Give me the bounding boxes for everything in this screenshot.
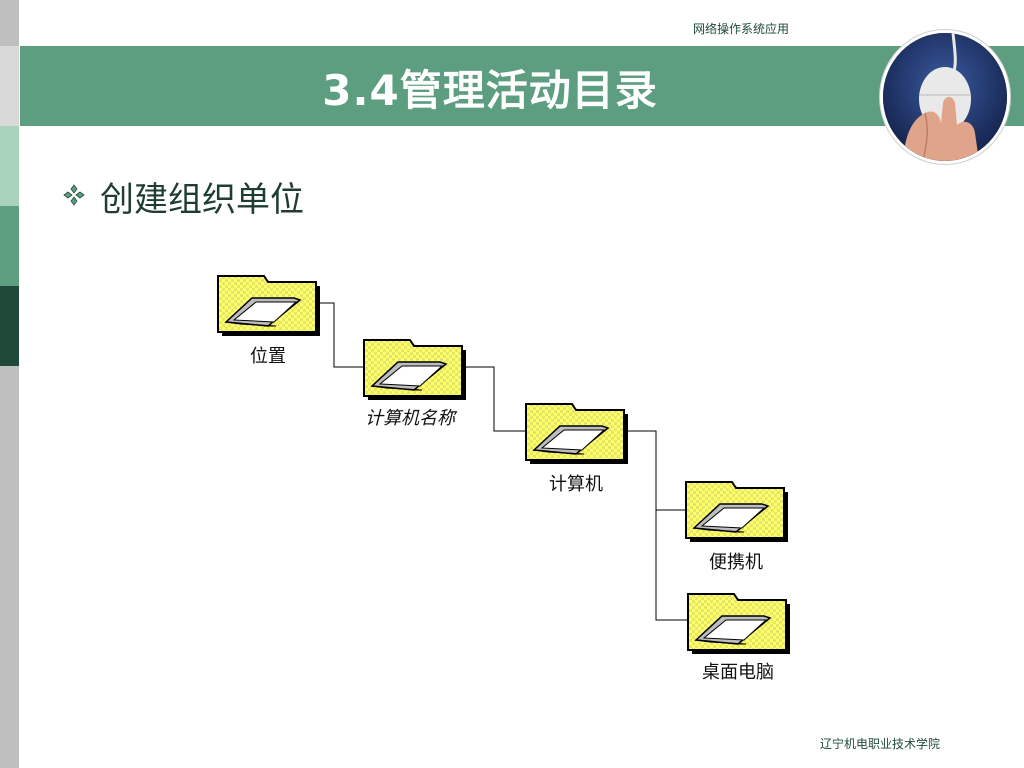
folder-icon-computer[interactable] [524, 398, 628, 464]
slide-title: 3.4管理活动目录 [322, 66, 658, 115]
node-label-desktop: 桌面电脑 [702, 662, 774, 683]
footer-institution: 辽宁机电职业技术学院 [820, 737, 941, 751]
bullet-text: 创建组织单位 [100, 180, 304, 220]
folder-icon-desktop[interactable] [686, 588, 790, 654]
node-label-computer: 计算机 [549, 474, 603, 495]
course-title: 网络操作系统应用 [693, 22, 790, 36]
title-band: 3.4管理活动目录 [20, 46, 1024, 126]
folder-icon-computer-name[interactable] [362, 334, 466, 400]
left-decor-stripe [0, 0, 19, 768]
folder-icon-laptop[interactable] [684, 476, 788, 542]
node-label-laptop: 便携机 [709, 552, 763, 573]
diamond-bullet-icon [63, 184, 85, 206]
mouse-photo [880, 30, 1010, 164]
folder-icon-location[interactable] [216, 270, 320, 336]
node-label-computer-name: 计算机名称 [365, 408, 455, 429]
node-label-location: 位置 [250, 346, 286, 367]
